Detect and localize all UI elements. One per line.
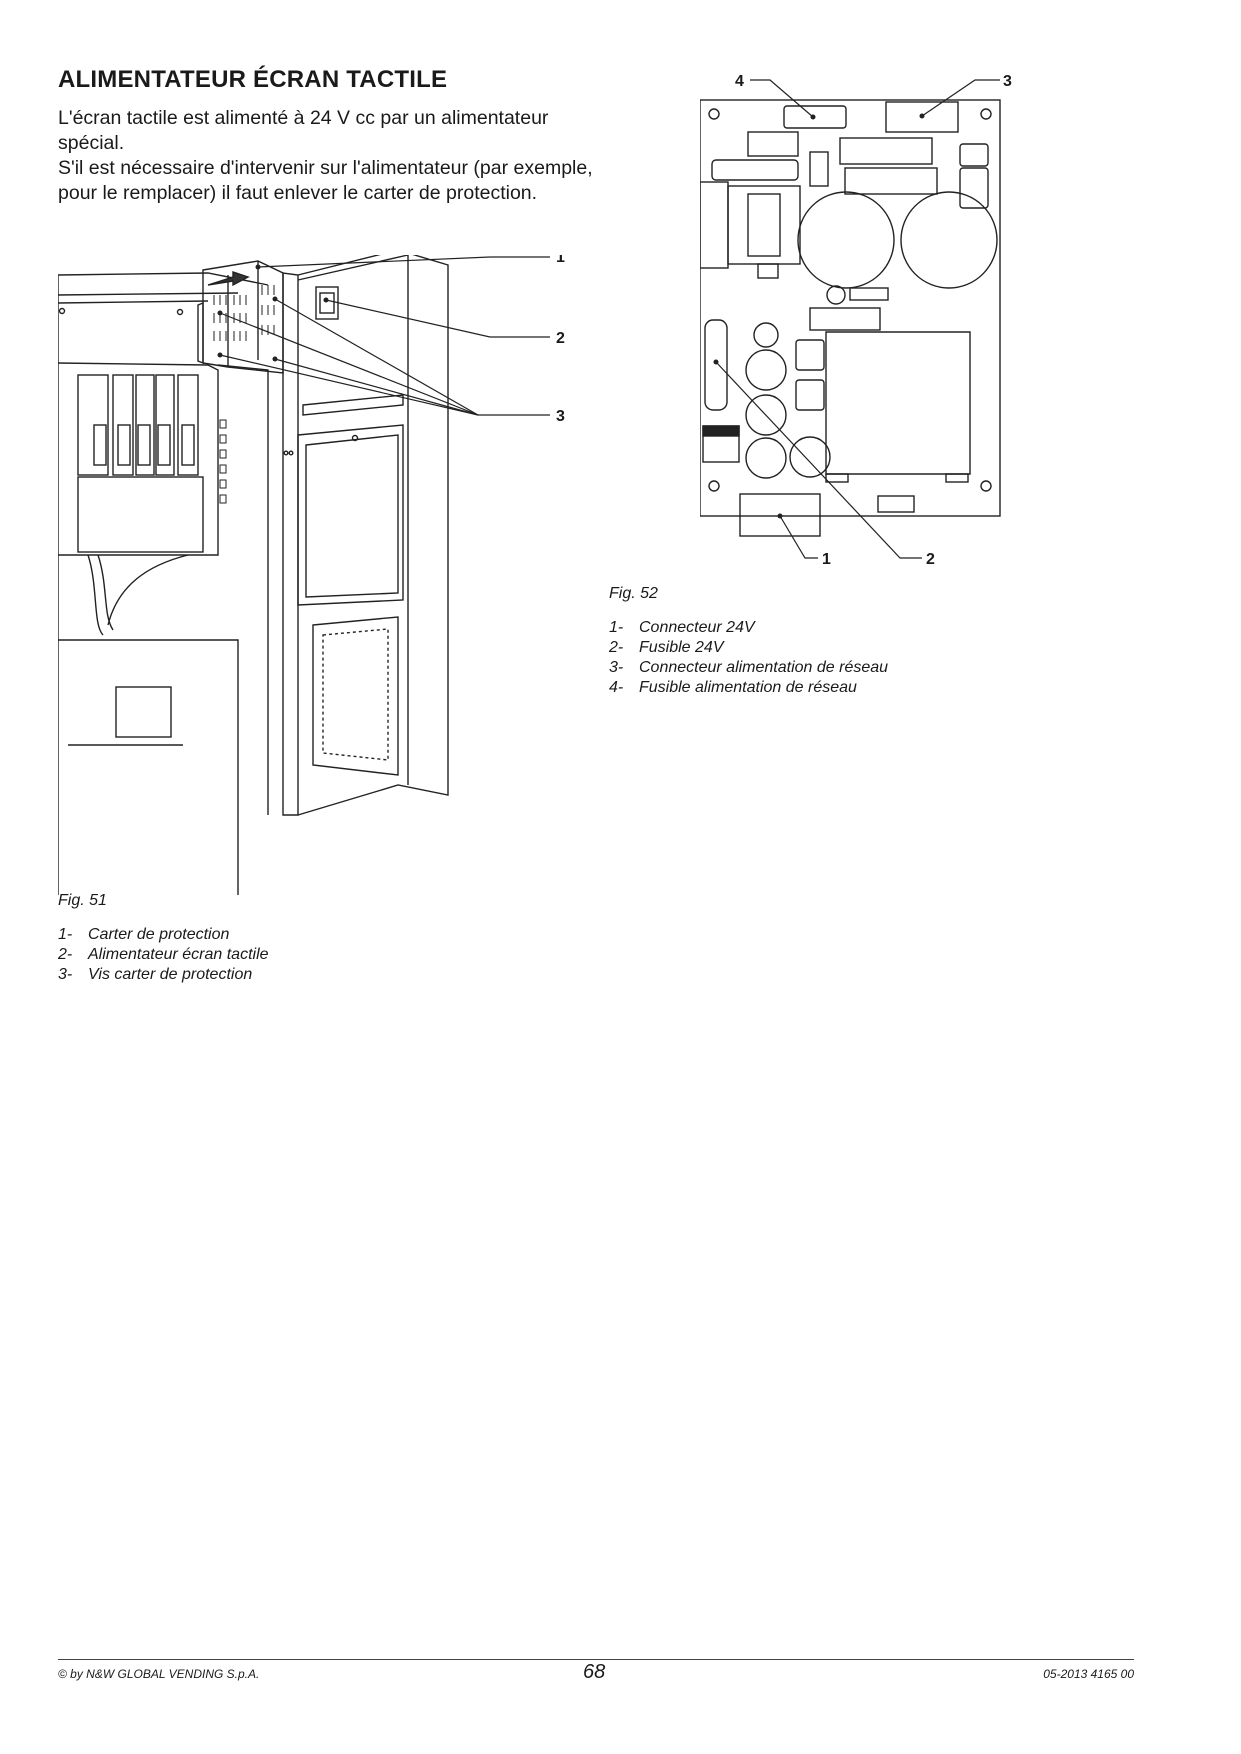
page-title: ALIMENTATEUR ÉCRAN TACTILE [58,66,448,93]
figure-51-caption: Fig. 51 [58,892,107,909]
figure-52-legend: 1-Connecteur 24V 2-Fusible 24V 3-Connect… [609,618,888,698]
legend-item: 4-Fusible alimentation de réseau [609,679,857,696]
page-number: 68 [583,1661,606,1683]
figure-52-caption: Fig. 52 [609,585,658,602]
legend-item: 2-Alimentateur écran tactile [58,946,269,963]
legend-item: 3-Vis carter de protection [58,966,253,983]
callout-3: 3 [556,408,565,425]
legend-item: 3-Connecteur alimentation de réseau [609,659,889,676]
figure-51-illustration: 1 2 3 [58,255,565,895]
callout-3: 3 [1003,73,1012,90]
intro-paragraph-2: S'il est nécessaire d'intervenir sur l'a… [58,157,593,204]
footer-divider [58,1659,1134,1660]
callout-1: 1 [556,255,565,266]
legend-item: 1-Carter de protection [58,926,230,943]
intro-paragraph-1: L'écran tactile est alimenté à 24 V cc p… [58,107,549,154]
footer-document-code: 05-2013 4165 00 [1043,1667,1134,1681]
callout-2: 2 [556,330,565,347]
figure-51-legend: 1-Carter de protection 2-Alimentateur éc… [58,925,269,985]
callout-4: 4 [735,73,744,90]
callout-2: 2 [926,551,935,568]
footer-copyright: © by N&W GLOBAL VENDING S.p.A. [58,1667,260,1681]
legend-item: 1-Connecteur 24V [609,619,755,636]
legend-item: 2-Fusible 24V [609,639,724,656]
callout-1: 1 [822,551,831,568]
figure-52-circuit-board: 4 3 1 2 [700,73,1012,568]
intro-text: L'écran tactile est alimenté à 24 V cc p… [58,106,598,206]
